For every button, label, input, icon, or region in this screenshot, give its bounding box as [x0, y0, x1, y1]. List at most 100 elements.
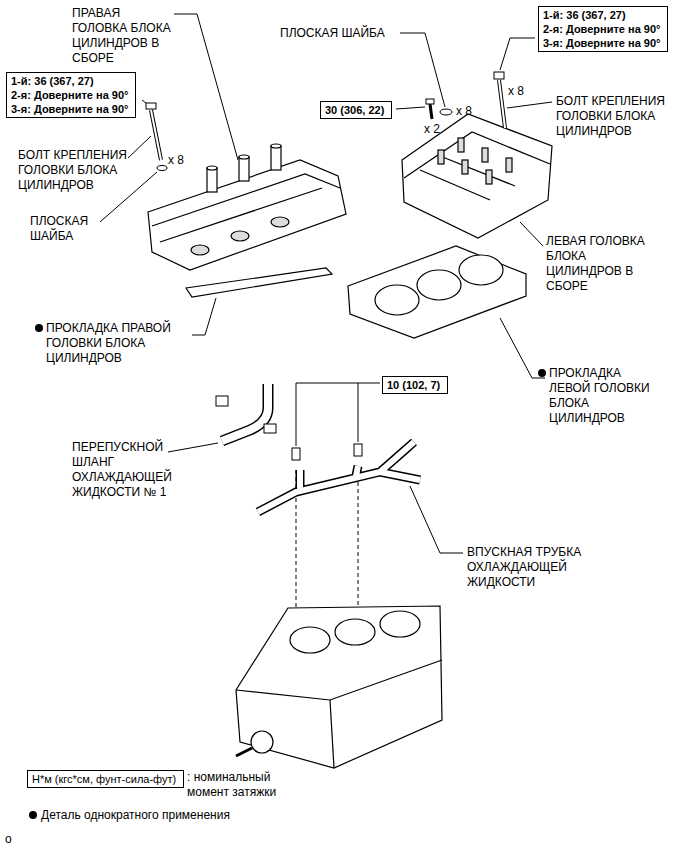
- leader-line: [520, 222, 543, 246]
- head-outline: [402, 114, 552, 238]
- washer: [157, 166, 167, 171]
- torque-text: 10 (102, 7): [387, 378, 443, 392]
- part-name: ПЕРЕПУСКНОЙ ШЛАНГ ОХЛАЖДАЮЩЕЙ ЖИДКОСТИ №…: [72, 440, 168, 500]
- leader-line: [396, 107, 425, 109]
- bore: [335, 619, 375, 645]
- single-use-mark: [29, 811, 37, 819]
- torque-spec: 1-й: 36 (367, 27)2-я: Доверните на 90°3-…: [6, 72, 136, 118]
- block-edge: [330, 700, 334, 768]
- camshaft: [440, 156, 515, 186]
- leader-lines: [100, 14, 552, 612]
- torque-text: 1-й: 36 (367, 27): [543, 8, 663, 22]
- port: [231, 231, 249, 241]
- leader-line: [174, 14, 238, 160]
- quantity: x 8: [168, 153, 184, 168]
- left-cylinder-head: [402, 114, 552, 238]
- torque-text: 1-й: 36 (367, 27): [11, 74, 131, 88]
- part-name: БОЛТ КРЕПЛЕНИЯ ГОЛОВКИ БЛОКА ЦИЛИНДРОВ: [556, 94, 674, 139]
- leader-line: [410, 486, 463, 553]
- bolt: [354, 444, 362, 456]
- plug-tube: [207, 168, 217, 192]
- bore: [290, 627, 330, 653]
- part-name: ВПУСКНАЯ ТРУБКА ОХЛАЖДАЮЩЕЙ ЖИДКОСТИ: [467, 545, 605, 590]
- part-name: ПРАВАЯ ГОЛОВКА БЛОКА ЦИЛИНДРОВ В СБОРЕ: [72, 6, 178, 66]
- bolt: [292, 448, 300, 460]
- camshaft: [420, 170, 490, 200]
- clamp: [264, 424, 276, 433]
- pipe: [258, 442, 420, 512]
- part-name: ПЛОСКАЯ ШАЙБА: [30, 214, 100, 244]
- bore: [380, 611, 420, 637]
- legend-text: : номинальный момент затяжки: [187, 770, 287, 800]
- single-use-mark: [35, 324, 43, 332]
- part-name: ЛЕВАЯ ГОЛОВКА БЛОКА ЦИЛИНДРОВ В СБОРЕ: [546, 234, 650, 294]
- bolt-shank: [151, 110, 161, 160]
- unit-box: Н*м (кгс*см, фунт-сила-фут): [27, 770, 184, 788]
- head-edge: [152, 174, 340, 226]
- valve: [482, 148, 488, 162]
- figure-id: o: [5, 832, 12, 847]
- plug-tube: [271, 146, 281, 170]
- dashed-line: [358, 468, 359, 606]
- part-name: ПРОКЛАДКА ПРАВОЙ ГОЛОВКИ БЛОКА ЦИЛИНДРОВ: [46, 321, 196, 366]
- pipe: [258, 442, 420, 512]
- leader-line: [168, 443, 218, 452]
- part-name: ПРОКЛАДКА ЛЕВОЙ ГОЛОВКИ БЛОКА ЦИЛИНДРОВ: [549, 366, 653, 426]
- leader-line: [507, 102, 552, 108]
- leader-line: [296, 383, 380, 446]
- leader-line: [128, 136, 151, 158]
- valve: [438, 150, 444, 164]
- bolt-head: [146, 103, 156, 109]
- legend-text: Деталь однократного применения: [41, 808, 230, 823]
- cylinder-block: [236, 606, 442, 768]
- right-head-bolt: [146, 103, 167, 171]
- quantity: x 8: [508, 84, 524, 99]
- single-use-mark: [538, 369, 546, 377]
- plug-tube: [239, 155, 249, 159]
- hose: [222, 384, 268, 441]
- torque-text: 3-я: Доверните на 90°: [543, 36, 663, 50]
- leader-line: [500, 38, 535, 70]
- part-name: БОЛТ КРЕПЛЕНИЯ ГОЛОВКИ БЛОКА ЦИЛИНДРОВ: [18, 148, 128, 193]
- shaft: [236, 748, 252, 756]
- torque-text: 2-я: Доверните на 90°: [543, 22, 663, 36]
- block-edge: [236, 660, 442, 700]
- valve: [506, 158, 512, 172]
- torque-spec: 10 (102, 7): [382, 376, 448, 394]
- coolant-inlet-pipe: [258, 442, 420, 512]
- bore: [375, 285, 419, 315]
- bolt-head: [494, 72, 504, 79]
- port: [191, 245, 209, 255]
- port: [271, 217, 289, 227]
- torque-text: 30 (306, 22): [325, 103, 387, 117]
- valve: [486, 170, 492, 184]
- plug-tube: [207, 166, 217, 170]
- bolt-shank: [499, 80, 505, 128]
- torque-spec: 30 (306, 22): [320, 101, 392, 119]
- left-gasket: [348, 246, 526, 338]
- block-outline: [236, 606, 442, 768]
- valve: [458, 138, 464, 152]
- torque-text: 3-я: Доверните на 90°: [11, 102, 131, 116]
- torque-spec: 1-й: 36 (367, 27)2-я: Доверните на 90°3-…: [538, 6, 668, 52]
- right-gasket: [186, 268, 332, 297]
- bore: [417, 270, 461, 300]
- hose: [222, 384, 268, 441]
- gasket-outline: [348, 246, 526, 338]
- leader-line: [500, 318, 545, 378]
- right-cylinder-head: [148, 144, 346, 270]
- plug-tube: [271, 144, 281, 148]
- bore: [459, 255, 503, 285]
- clamp: [216, 396, 228, 406]
- left-head-bolts: [426, 72, 505, 128]
- head-edge: [160, 188, 322, 242]
- bolt-shank: [499, 80, 505, 128]
- part-name: ПЛОСКАЯ ШАЙБА: [280, 26, 385, 41]
- torque-text: Н*м (кгс*см, фунт-сила-фут): [32, 772, 179, 786]
- washer: [440, 109, 452, 115]
- leader-line: [400, 33, 445, 107]
- quantity: x 8: [456, 104, 472, 119]
- quantity: x 2: [424, 122, 440, 137]
- bolt-head: [426, 99, 434, 104]
